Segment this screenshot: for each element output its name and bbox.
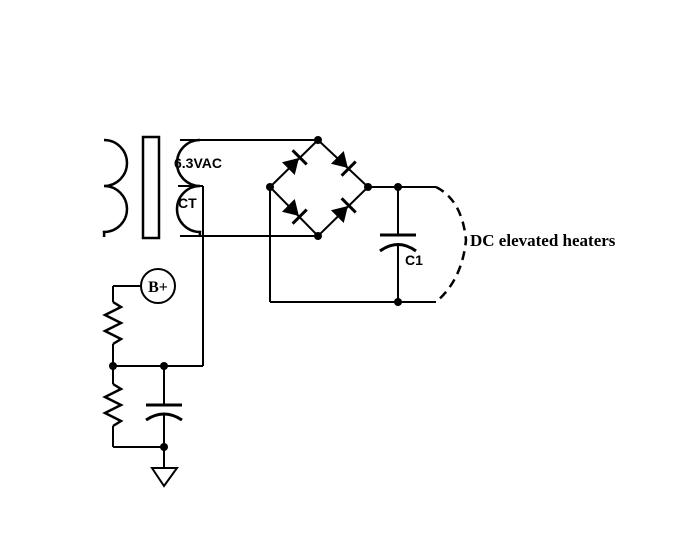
bridge-node-top (314, 136, 322, 144)
heater-load-dashed (435, 185, 468, 303)
output-label: DC elevated heaters (470, 231, 616, 250)
ground-icon (150, 467, 179, 488)
bridge-outline (268, 139, 370, 238)
transformer-core (141, 135, 161, 240)
center-tap-label: CT (178, 195, 197, 211)
bias-divider (102, 268, 203, 488)
secondary-winding (175, 138, 202, 238)
diode-lower-right (330, 197, 357, 224)
diode-lower-left (281, 198, 308, 225)
primary-winding (102, 138, 129, 238)
bridge-node-bottom (314, 232, 322, 240)
transformer-voltage-label: 6.3VAC (174, 155, 222, 171)
resistor-bottom (102, 382, 124, 428)
c1-label: C1 (405, 252, 423, 268)
bridge-rectifier (266, 136, 372, 240)
bplus-label: B+ (148, 279, 168, 296)
diode-upper-left (281, 149, 308, 176)
transformer (102, 135, 318, 366)
diode-upper-right (330, 150, 357, 177)
resistor-top (102, 300, 124, 346)
dc-output (269, 183, 468, 306)
